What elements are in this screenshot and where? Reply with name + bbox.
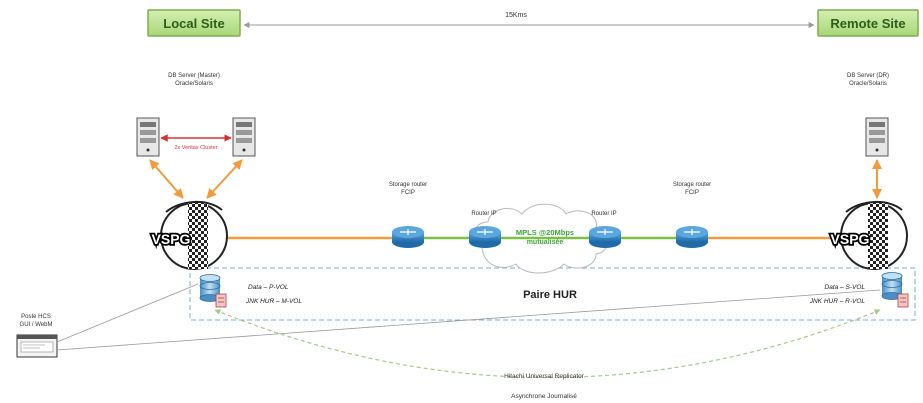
remote-journal-volume-label: JNK HUR – R-VOL — [809, 298, 866, 305]
local-server-label-1: DB Server (Master) — [168, 73, 220, 79]
disk-stack-icon — [881, 272, 909, 308]
local-data-volume-label: Data – P-VOL — [248, 284, 289, 291]
storage-array-icon: VSPG — [150, 200, 228, 270]
server-storage-link — [206, 159, 243, 199]
storage-router-label-2: FCIP — [401, 190, 415, 196]
local-server-label-2: Oracle/Solaris — [175, 81, 213, 87]
mpls-label-2: mutualisée — [527, 239, 564, 246]
local-storage-name: VSPG — [152, 231, 191, 247]
remote-site-box: Remote Site — [817, 9, 919, 37]
replication-arc — [214, 309, 881, 379]
router-icon — [469, 226, 501, 248]
storage-router-label-1: Storage router — [673, 182, 711, 188]
management-label-1: Poste HCS — [21, 314, 51, 320]
remote-server-label-2: Oracle/Solaris — [849, 81, 887, 87]
router-icon — [676, 226, 708, 248]
local-journal-volume-label: JNK HUR – M-VOL — [245, 298, 302, 305]
remote-site-label: Remote Site — [830, 16, 905, 31]
server-storage-link — [149, 159, 184, 199]
router-icon — [392, 226, 424, 248]
router-ip-label: Router IP — [591, 211, 616, 217]
mpls-label-1: MPLS @20Mbps — [516, 228, 574, 237]
server-icon — [136, 117, 160, 157]
storage-array-icon: VSPG — [829, 200, 908, 270]
server-icon — [232, 117, 256, 157]
management-label-2: GUI / WebM — [20, 322, 53, 328]
replication-label-1: Hitachi Universal Replicator — [504, 373, 585, 380]
disk-stack-icon — [199, 274, 227, 308]
pair-label: Paire HUR — [523, 289, 577, 301]
local-site-box: Local Site — [147, 9, 241, 37]
replication-label-2: Asynchrone Journalisé — [511, 393, 577, 400]
router-ip-label: Router IP — [471, 211, 496, 217]
storage-router-label-2: FCIP — [685, 190, 699, 196]
cluster-label: 2x Veritas Cluster — [174, 145, 217, 151]
management-station-icon — [16, 334, 58, 358]
remote-data-volume-label: Data – S-VOL — [825, 284, 866, 291]
server-icon — [865, 117, 889, 157]
distance-label: 15Kms — [505, 12, 527, 19]
storage-router-label-1: Storage router — [389, 182, 427, 188]
remote-storage-name: VSPG — [831, 231, 870, 247]
router-icon — [589, 226, 621, 248]
local-site-label: Local Site — [163, 16, 224, 31]
management-link — [56, 289, 881, 351]
remote-server-label-1: DB Server (DR) — [847, 73, 889, 79]
management-link — [56, 283, 199, 343]
